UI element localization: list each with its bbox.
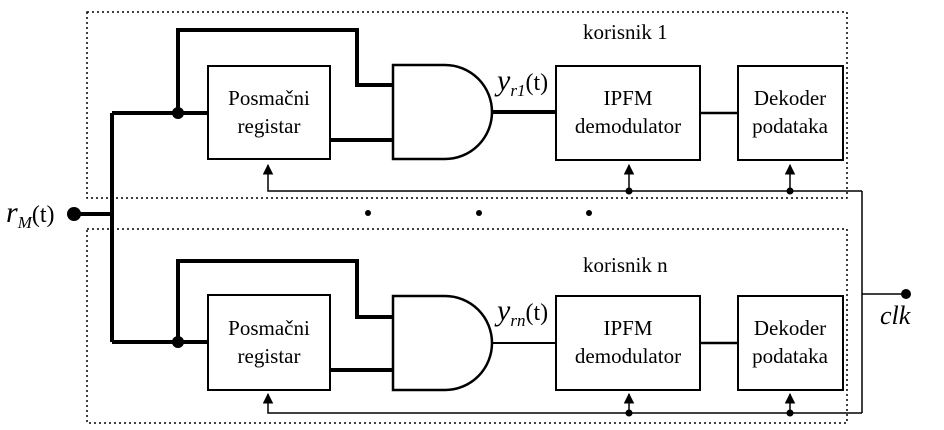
demod-n-line2: demodulator bbox=[575, 344, 681, 368]
shift-register-1-line2: registar bbox=[238, 114, 301, 138]
shift-register-1-line1: Posmačni bbox=[228, 86, 310, 110]
ellipsis-dots bbox=[365, 210, 592, 216]
user-1-boundary bbox=[86, 11, 848, 199]
shift-register-n bbox=[207, 294, 331, 391]
input-signal: rM(t) bbox=[6, 196, 55, 232]
user-1-label: korisnik 1 bbox=[583, 20, 668, 44]
user-group-1: korisnik 1 Posmačni registar yr1(t) IPFM… bbox=[86, 11, 862, 199]
feedback-line-n bbox=[176, 259, 393, 342]
decoder-1-line2: podataka bbox=[752, 114, 828, 138]
shift-register-n-line1: Posmačni bbox=[228, 316, 310, 340]
feedback-line-1 bbox=[176, 28, 393, 113]
clock-dot-1b bbox=[786, 187, 794, 195]
decoder-n-line1: Dekoder bbox=[754, 316, 826, 340]
demod-1-line2: demodulator bbox=[575, 114, 681, 138]
input-bus: rM(t) bbox=[6, 111, 178, 344]
and-gate-1 bbox=[391, 63, 494, 161]
ellipsis-dot bbox=[476, 210, 482, 216]
input-terminal bbox=[67, 207, 81, 221]
clock-dot-1a bbox=[625, 187, 633, 195]
output-signal-1: yr1(t) bbox=[494, 64, 548, 100]
data-decoder-1 bbox=[737, 65, 844, 161]
user-n-boundary bbox=[86, 228, 848, 424]
ipfm-demodulator-n bbox=[555, 295, 701, 391]
clock-dot-nb bbox=[786, 409, 794, 417]
ellipsis-dot bbox=[586, 210, 592, 216]
decoder-1-line1: Dekoder bbox=[754, 86, 826, 110]
data-decoder-n bbox=[737, 295, 844, 391]
ellipsis-dot bbox=[365, 210, 371, 216]
clock-line-1 bbox=[262, 163, 862, 192]
decoder-n-line2: podataka bbox=[752, 344, 828, 368]
user-group-n: korisnik n Posmačni registar yrn(t) IPFM… bbox=[86, 228, 862, 424]
demod-n-line1: IPFM bbox=[603, 316, 652, 340]
clock-dot-na bbox=[625, 409, 633, 417]
and-gate-n bbox=[391, 294, 494, 392]
clock-source: clk bbox=[861, 191, 911, 413]
demod-1-line1: IPFM bbox=[603, 86, 652, 110]
shift-register-1 bbox=[207, 65, 331, 160]
shift-register-n-line2: registar bbox=[238, 344, 301, 368]
ipfm-demodulator-1 bbox=[555, 65, 701, 161]
output-signal-n: yrn(t) bbox=[494, 294, 548, 330]
clock-terminal bbox=[901, 289, 911, 299]
clock-label: clk bbox=[880, 301, 911, 330]
clock-line-n bbox=[262, 392, 862, 414]
user-n-label: korisnik n bbox=[583, 253, 668, 277]
